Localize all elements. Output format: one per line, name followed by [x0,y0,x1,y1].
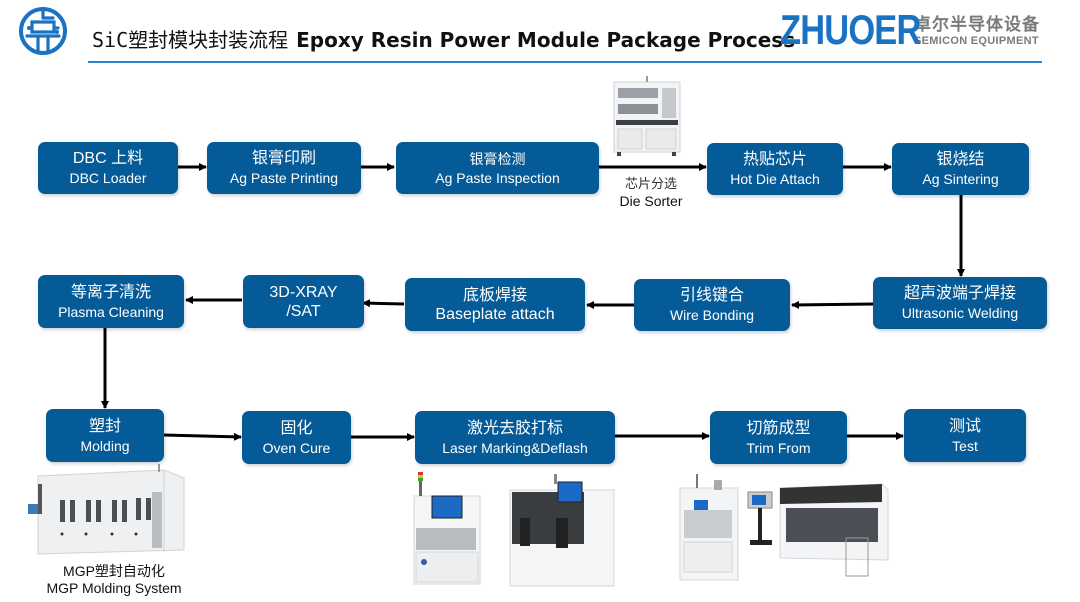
step-plasma-cleaning: 等离子清洗 Plasma Cleaning [38,275,184,328]
arrow-baseplate-to-xray [362,299,405,308]
step-baseplate-attach: 底板焊接 Baseplate attach [405,278,585,331]
arrow-ultrasonic-to-wire [791,300,875,309]
mgp-caption: MGP塑封自动化 MGP Molding System [46,563,182,596]
brand-en: SEMICON EQUIPMENT [914,35,1039,47]
brand-cn: 卓尔半导体设备 [914,15,1040,34]
step-dbc-loader: DBC 上料 DBC Loader [38,142,178,194]
arrow-molding-to-oven [163,432,242,441]
die-sorter-machine-image [613,76,681,156]
brand-name: ZHUOER [780,6,921,53]
step-hot-die-attach: 热贴芯片 Hot Die Attach [707,143,843,195]
header-divider [88,61,1042,63]
step-molding: 塑封 Molding [46,409,164,462]
trim-form-machine-image-1 [679,474,739,581]
step-oven-cure: 固化 Oven Cure [242,411,351,464]
brand-logo: ZHUOER 卓尔半导体设备 SEMICON EQUIPMENT [780,6,1040,53]
step-ag-paste-printing: 银膏印刷 Ag Paste Printing [207,142,361,194]
step-wire-bonding: 引线键合 Wire Bonding [634,279,790,331]
step-ag-sintering: 银烧结 Ag Sintering [892,143,1029,195]
mgp-molding-machine-image [28,464,185,555]
page-title: SiC塑封模块封装流程 Epoxy Resin Power Module Pack… [92,24,795,53]
trim-form-machine-image-2 [747,483,889,577]
title-cn: SiC塑封模块封装流程 [92,28,289,52]
company-logo-icon [19,7,67,55]
step-test: 测试 Test [904,409,1026,462]
laser-marking-machine-image-2 [509,474,615,587]
step-laser-marking: 激光去胶打标 Laser Marking&Deflash [415,411,615,464]
title-en: Epoxy Resin Power Module Package Process [296,28,796,52]
die-sorter-caption: 芯片分选 Die Sorter [619,177,683,209]
step-trim-form: 切筋成型 Trim From [710,411,847,464]
step-xray-sat: 3D-XRAY /SAT [243,275,364,328]
step-ag-paste-inspection: 银膏检测 Ag Paste Inspection [396,142,599,194]
laser-marking-machine-image-1 [413,472,481,585]
step-ultrasonic-welding: 超声波端子焊接 Ultrasonic Welding [873,277,1047,329]
